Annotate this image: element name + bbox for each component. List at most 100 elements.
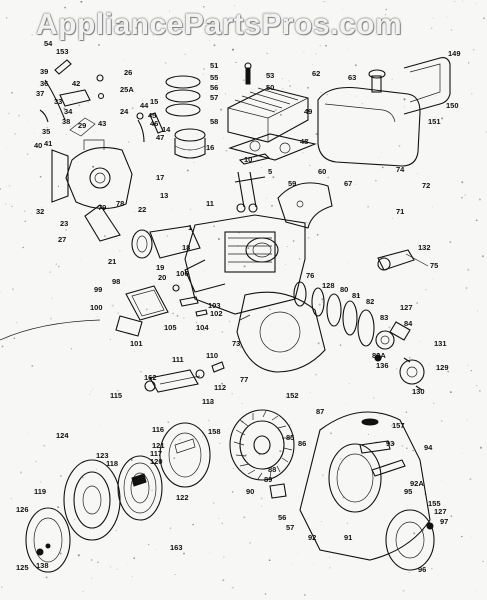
speckle-dot — [127, 563, 128, 564]
speckle-dot — [462, 453, 463, 454]
part-label-p80: 80 — [340, 285, 348, 294]
speckle-dot — [425, 245, 427, 247]
part-label-p149: 149 — [448, 49, 461, 58]
speckle-dot — [405, 411, 408, 413]
part-label-p123: 123 — [96, 451, 109, 460]
speckle-dot — [55, 263, 57, 265]
speckle-dot — [90, 391, 92, 393]
speckle-dot — [227, 263, 230, 266]
speckle-dot — [219, 442, 221, 444]
speckle-dot — [4, 203, 7, 205]
speckle-dot — [133, 557, 135, 559]
part-label-p95: 95 — [404, 487, 412, 496]
part-label-p115: 115 — [110, 391, 122, 400]
speckle-dot — [166, 235, 169, 237]
part-label-p150: 150 — [446, 101, 459, 110]
speckle-dot — [179, 439, 181, 441]
speckle-dot — [482, 560, 484, 563]
speckle-dot — [220, 108, 223, 111]
part-label-p82a: 82A — [372, 351, 386, 360]
speckle-dot — [405, 447, 408, 450]
speckle-dot — [40, 481, 42, 483]
part-label-p56b: 56 — [278, 513, 286, 522]
part-label-p21: 21 — [108, 257, 116, 266]
speckle-dot — [268, 559, 271, 562]
speckle-dot — [224, 93, 227, 95]
speckle-dot — [272, 176, 275, 179]
speckle-dot — [450, 29, 453, 31]
part-label-p91: 91 — [344, 533, 352, 542]
speckle-dot — [316, 233, 319, 236]
part-label-p97: 97 — [440, 517, 448, 526]
speckle-dot — [367, 433, 369, 435]
speckle-dot — [468, 62, 470, 64]
tank-bracket — [403, 57, 451, 115]
speckle-dot — [237, 175, 239, 177]
part-label-p16: 16 — [206, 143, 214, 152]
speckle-dot — [465, 287, 468, 289]
part-label-p84: 84 — [404, 319, 413, 328]
part-label-p34: 34 — [64, 107, 73, 116]
part-label-p18: 18 — [182, 243, 190, 252]
speckle-dot — [51, 297, 53, 299]
speckle-dot — [440, 420, 443, 422]
flywheel — [229, 409, 295, 481]
speckle-dot — [454, 0, 456, 2]
part-label-p48: 48 — [300, 137, 308, 146]
part-label-p122: 122 — [176, 493, 189, 502]
speckle-dot — [14, 132, 17, 135]
speckle-dot — [356, 294, 358, 296]
speckle-dot — [409, 357, 411, 359]
speckle-dot — [408, 571, 410, 573]
speckle-dot — [461, 535, 463, 538]
speckle-dot — [13, 337, 16, 340]
speckle-dot — [45, 576, 48, 579]
part-label-p119: 119 — [34, 487, 46, 496]
speckle-dot — [291, 564, 293, 565]
speckle-dot — [461, 181, 464, 184]
watermark: AppliancePartsPros.com — [36, 8, 403, 41]
speckle-dot — [307, 138, 309, 141]
speckle-dot — [270, 339, 272, 341]
speckle-dot — [49, 317, 53, 320]
speckle-dot — [155, 549, 157, 550]
speckle-dot — [430, 27, 433, 30]
speckle-dot — [401, 445, 403, 447]
speckle-dot — [354, 64, 357, 66]
speckle-dot — [375, 179, 377, 182]
speckle-dot — [65, 229, 68, 231]
speckle-dot — [269, 73, 271, 75]
part-label-p118: 118 — [106, 459, 118, 468]
head-gasket — [228, 133, 317, 161]
speckle-dot — [202, 435, 204, 437]
speckle-dot — [119, 250, 121, 252]
speckle-dot — [432, 278, 434, 280]
speckle-dot — [8, 185, 11, 187]
speckle-dot — [6, 17, 8, 19]
cylinder-head — [227, 62, 309, 143]
part-label-p60: 60 — [318, 167, 326, 176]
speckle-dot — [1, 345, 4, 348]
part-label-p33: 33 — [54, 97, 62, 106]
speckle-dot — [476, 310, 479, 312]
speckle-dot — [466, 419, 468, 421]
speckle-dot — [27, 120, 29, 121]
speckle-dot — [202, 324, 204, 326]
speckle-dot — [164, 62, 167, 64]
speckle-dot — [158, 282, 159, 284]
speckle-dot — [130, 459, 133, 461]
part-label-p129: 129 — [436, 363, 449, 372]
speckle-dot — [215, 303, 217, 305]
speckle-dot — [249, 541, 252, 544]
speckle-dot — [295, 395, 296, 397]
part-label-p110: 110 — [206, 351, 218, 360]
part-label-p62: 62 — [312, 69, 320, 78]
part-label-p46: 46 — [150, 119, 158, 128]
part-label-p111: 111 — [172, 355, 184, 364]
speckle-dot — [203, 270, 206, 272]
speckle-dot — [417, 173, 418, 174]
part-label-p138: 138 — [36, 561, 49, 570]
speckle-dot — [24, 220, 26, 223]
speckle-dot — [373, 397, 375, 399]
speckle-dot — [172, 312, 174, 315]
